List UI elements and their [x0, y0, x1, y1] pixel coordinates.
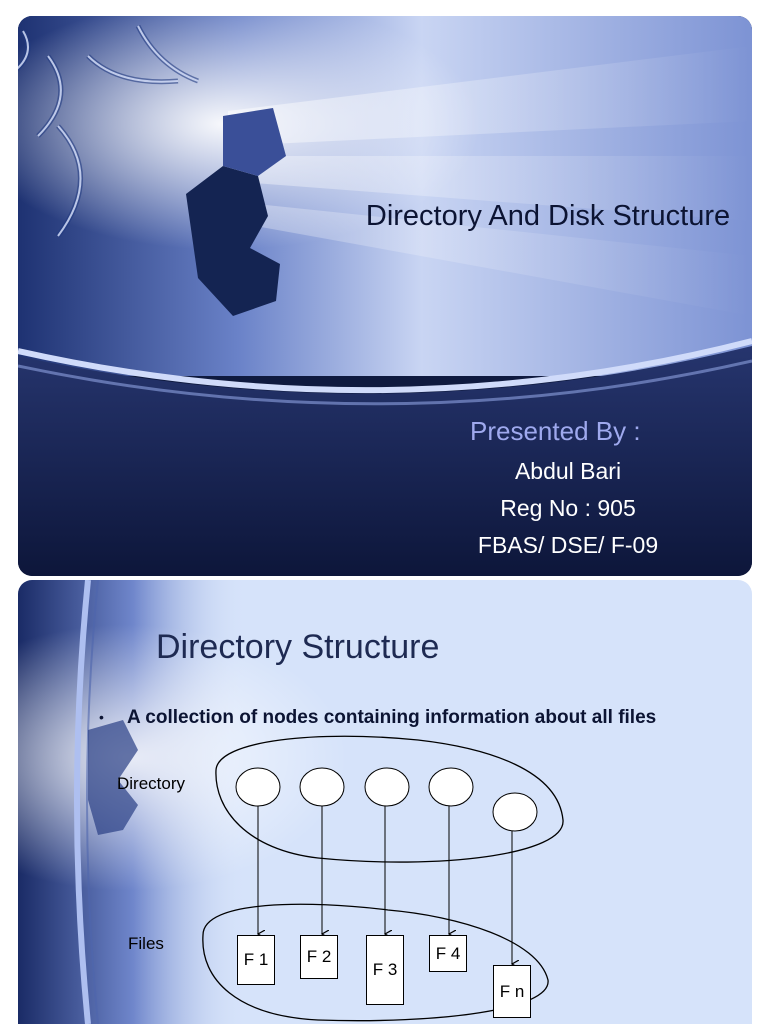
bullet-marker: •: [99, 709, 104, 725]
file-box-f1: F 1: [237, 935, 275, 985]
directory-diagram: [202, 735, 564, 1022]
file-box-f3: F 3: [366, 935, 404, 1005]
bullet-text: A collection of nodes containing informa…: [127, 707, 657, 728]
slide2-title: Directory Structure: [156, 628, 440, 666]
files-label: Files: [128, 934, 164, 953]
title-slide: Directory And Disk Structure Presented B…: [18, 16, 752, 576]
directory-node: [299, 767, 345, 807]
slide1-title: Directory And Disk Structure: [365, 200, 731, 232]
directory-label: Directory: [117, 774, 186, 793]
slide1-background: [18, 16, 752, 576]
directory-structure-slide: Directory Structure • A collection of no…: [18, 580, 752, 1024]
directory-node: [492, 792, 538, 832]
directory-node: [235, 767, 281, 807]
file-box-f4: F 4: [429, 935, 467, 972]
directory-node: [428, 767, 474, 807]
presented-by-label: Presented By :: [470, 416, 641, 446]
file-box-fn: F n: [493, 965, 531, 1018]
registration-number: Reg No : 905: [500, 495, 636, 521]
files-group-outline: [202, 903, 549, 1022]
department-code: FBAS/ DSE/ F-09: [477, 532, 659, 558]
directory-node: [364, 767, 410, 807]
presenter-name: Abdul Bari: [514, 458, 622, 484]
file-box-f2: F 2: [300, 935, 338, 979]
directory-group-outline: [215, 735, 564, 863]
